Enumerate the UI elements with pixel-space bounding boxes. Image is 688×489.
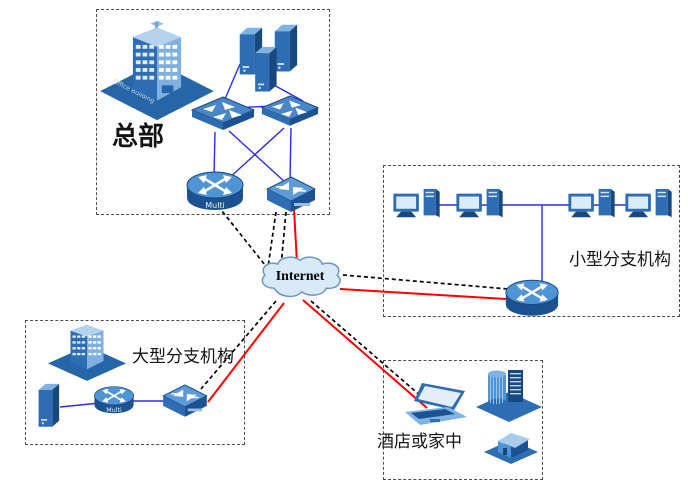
switch-icon <box>260 95 320 133</box>
office-building-small-icon <box>48 318 126 382</box>
router-icon <box>504 277 560 319</box>
server-tower-icon <box>33 383 63 431</box>
zone-label-small-branch: 小型分支机构 <box>569 250 671 270</box>
link-black_dashed <box>280 211 287 267</box>
internet-cloud-icon: Internet <box>254 253 348 303</box>
link-blue_solid <box>271 83 304 102</box>
zone-small-branch <box>383 165 680 317</box>
link-blue_solid <box>224 63 241 100</box>
link-red_solid <box>339 288 507 300</box>
office-building-icon: Office Building <box>98 16 216 122</box>
link-black_dashed <box>200 300 277 390</box>
zone-label-large-branch: 大型分支机构 <box>132 347 234 367</box>
vpn-gateway-icon <box>162 384 208 424</box>
desktop-pc-icon <box>567 188 617 222</box>
link-red_solid <box>302 299 428 409</box>
router-multi-label: Multi <box>205 201 225 210</box>
link-red_solid <box>207 302 285 403</box>
hotel-building-icon <box>476 366 542 422</box>
link-black_dashed <box>342 274 509 290</box>
link-blue_solid <box>213 131 216 177</box>
zone-headquarters <box>96 9 330 215</box>
zone-label-headquarters: 总部 <box>112 122 165 152</box>
link-blue_solid <box>289 127 292 181</box>
link-black_dashed <box>267 211 277 268</box>
link-black_dashed <box>310 300 431 405</box>
router-multi-icon: Multi <box>93 384 135 416</box>
router-multi-label: Multi <box>106 407 122 414</box>
link-red_solid <box>293 208 298 264</box>
internet-label: Internet <box>276 269 325 284</box>
house-icon <box>484 424 538 466</box>
desktop-pc-icon <box>392 188 442 222</box>
link-blue_solid <box>226 127 285 181</box>
zone-label-hotel-home: 酒店或家中 <box>377 432 462 452</box>
link-blue_solid <box>59 402 101 408</box>
desktop-pc-icon <box>455 188 505 222</box>
zone-hotel-home <box>383 360 543 480</box>
server-tower-icon <box>271 23 299 77</box>
vpn-gateway-icon <box>265 176 317 220</box>
router-multi-icon: Multi <box>185 170 245 212</box>
link-blue_solid <box>228 130 286 183</box>
switch-icon <box>190 96 256 138</box>
laptop-icon <box>404 382 468 426</box>
zone-large-branch <box>25 320 245 445</box>
desktop-pc-icon <box>624 188 674 222</box>
server-tower-icon <box>251 46 279 96</box>
